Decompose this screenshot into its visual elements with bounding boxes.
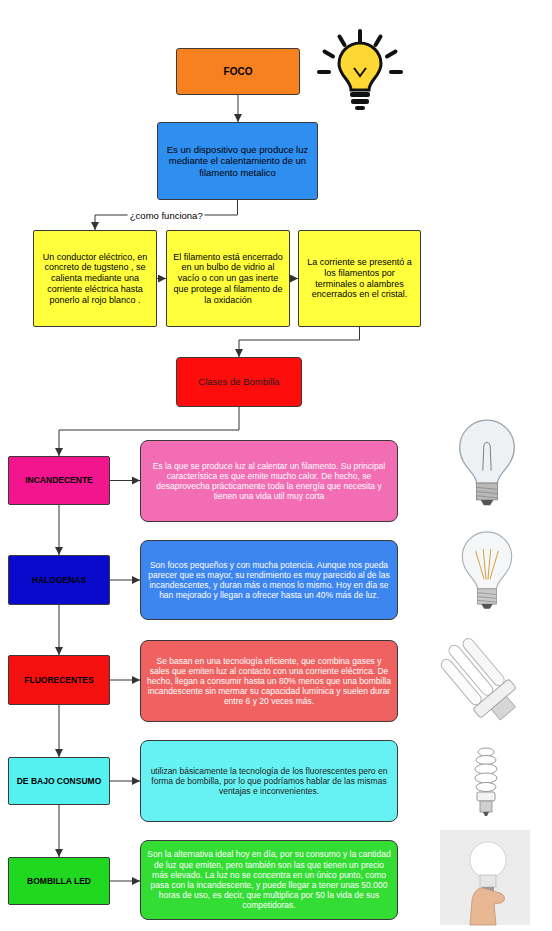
node-text: Se basan en una tecnología eficiente, qu… [147,656,391,707]
node-text: Clases de Bombilla [183,376,295,387]
type-box: INCANDECENTE [8,456,110,505]
node-text: utilizan básicamente la tecnología de lo… [147,766,391,797]
base-thread [477,487,498,498]
node-text: FLUORECENTES [15,675,103,685]
spiral-turn [475,773,497,783]
flow-arrow [110,580,140,581]
description-box: Son focos pequeños y con mucha potencia.… [140,540,398,620]
lightbulb-icon [319,31,401,110]
bulb-filament [476,549,499,579]
type-box: FLUORECENTES [8,655,110,705]
flow-arrow [157,278,166,279]
bulb-base [478,589,497,604]
flow-arrow [110,781,140,782]
lamp-base [477,792,495,801]
node-text: Un conductor eléctrico, en concreto de t… [40,252,150,306]
incandescent-bulb-picture [460,420,515,505]
lamp-socket [480,801,492,812]
category-box: Clases de Bombilla [176,357,302,407]
light-ray [358,31,362,41]
flow-arrow [59,505,60,555]
spiral-bulb-picture [475,748,497,816]
bulb-base [355,106,365,110]
spiral-turn [478,748,494,756]
step-box: La corriente se presentó a los filamento… [298,230,421,327]
step-box: Un conductor eléctrico, en concreto de t… [33,230,157,327]
node-text: Es un dispositivo que produce luz median… [164,144,311,178]
flow-arrow [59,705,60,757]
bulb-filament [354,68,366,76]
node-text: FOCO [183,66,293,78]
light-ray [387,52,396,57]
flow-arrow [110,680,140,681]
flow-arrow [59,605,60,655]
flow-arrow [110,881,140,882]
light-ray [319,70,329,74]
bulb-contact [481,604,492,609]
spiral-turn [476,756,496,765]
led-bulb-picture [440,830,530,925]
bulb-glass [470,842,506,878]
node-text: INCANDECENTE [15,475,103,485]
flow-arrow [239,327,360,357]
description-box: Son la alternativa ideal hoy en día, por… [140,840,398,920]
light-ray [391,70,401,74]
type-box: BOMBILLA LED [8,857,110,905]
flow-arrow [59,805,60,857]
node-text: Es la que se produce luz al calentar un … [147,461,391,502]
node-text: DE BAJO CONSUMO [15,776,103,786]
node-text: Son la alternativa ideal hoy en día, por… [147,849,391,910]
photo-background [440,830,530,925]
edge-label: ¿como funciona? [128,210,205,221]
halogen-bulb-picture [462,532,511,609]
flow-arrow [238,95,239,122]
lamp-tube [461,636,507,688]
definition-box: Es un dispositivo que produce luz median… [157,122,318,200]
lamp-socket [491,696,515,720]
bulb-contact [483,812,489,816]
bulb-base [351,99,369,104]
node-text: La corriente se presentó a los filamento… [305,257,414,300]
bulb-base [350,92,370,97]
flow-arrow [59,407,239,456]
type-box: HALOGENAS [8,555,110,605]
node-text: Son focos pequeños y con mucha potencia.… [147,560,391,601]
bulb-filament [483,442,491,470]
light-ray [376,37,381,46]
type-box: DE BAJO CONSUMO [8,757,110,805]
description-box: Se basan en una tecnología eficiente, qu… [140,640,398,722]
flow-arrow [110,480,140,481]
bulb-glass [462,532,511,589]
bulb-base [480,875,496,887]
node-text: El filamento está encerrado en un bulbo … [173,252,283,306]
base-thread [478,593,497,603]
bulb-contact [481,500,494,505]
flow-arrow [290,278,298,279]
title-box: FOCO [176,48,300,95]
bulb-glass [339,43,381,90]
bulb-base [477,483,498,500]
flow-arrow [95,200,238,230]
step-box: El filamento está encerrado en un bulbo … [166,230,290,327]
bulb-glass [460,420,515,483]
fluorescent-lamp-picture [433,631,526,729]
light-ray [325,52,334,57]
node-text: BOMBILLA LED [15,876,103,886]
light-ray [340,37,345,46]
spiral-turn [476,783,496,792]
hand [470,888,505,925]
description-box: Es la que se produce luz al calentar un … [140,440,398,522]
description-box: utilizan básicamente la tecnología de lo… [140,740,398,822]
node-text: HALOGENAS [15,575,103,585]
